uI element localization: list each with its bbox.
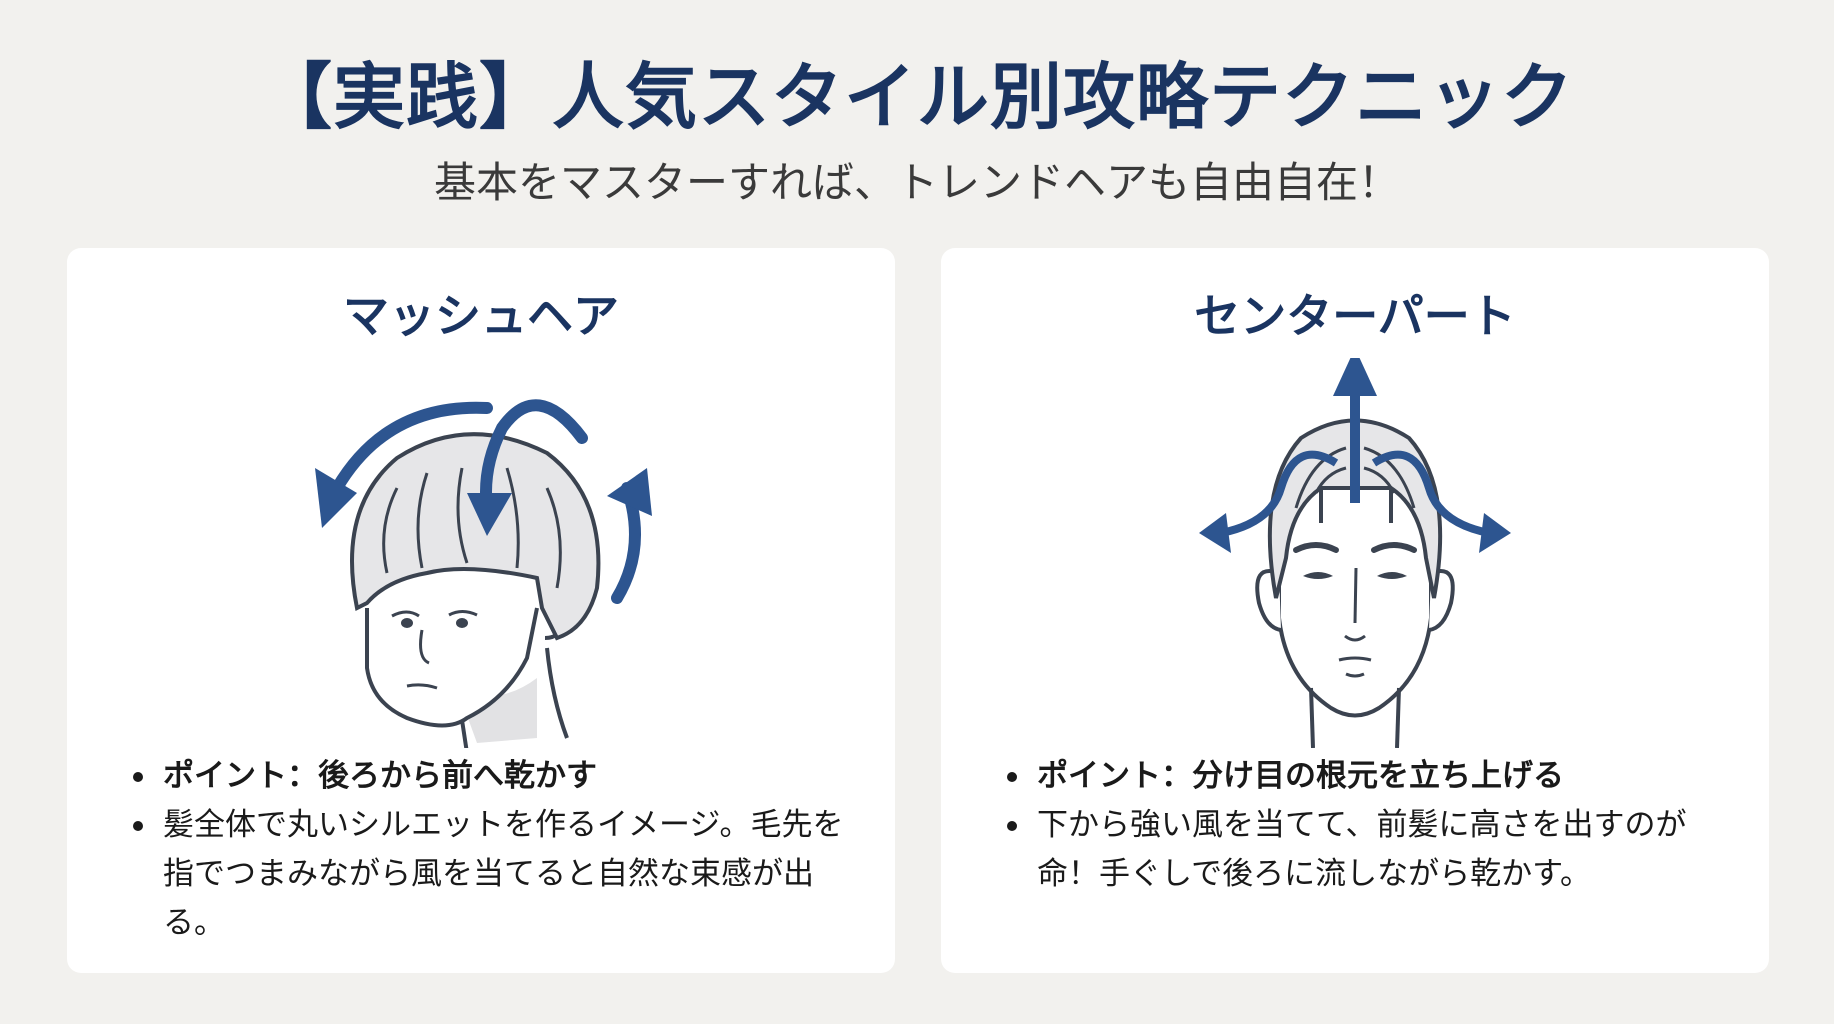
tip-detail: 下から強い風を当てて、前髪に高さを出すのが命！手ぐしで後ろに流しながら乾かす。 [1005,801,1735,899]
page-subtitle: 基本をマスターすれば、トレンドヘアも自由自在！ [433,158,1400,207]
tip-point: ポイント：後ろから前へ乾かす [131,752,861,801]
tips-list: ポイント：後ろから前へ乾かす 髪全体で丸いシルエットを作るイメージ。毛先を指でつ… [131,752,861,948]
center-part-head-icon [1199,348,1511,749]
page-title: 【実践】人気スタイル別攻略テクニック [259,55,1574,139]
mash-hair-head-icon [315,399,652,754]
tips-list: ポイント：分け目の根元を立ち上げる 下から強い風を当てて、前髪に高さを出すのが命… [1005,752,1735,899]
card-title: マッシュヘア [343,289,619,343]
tip-detail: 髪全体で丸いシルエットを作るイメージ。毛先を指でつまみながら風を当てると自然な束… [131,801,861,948]
card-center-part: センターパート [941,248,1769,973]
card-title: センターパート [1194,289,1516,343]
center-part-illustration [941,348,1769,749]
tip-point: ポイント：分け目の根元を立ち上げる [1005,752,1735,801]
card-mash-hair: マッシュヘア [67,248,895,973]
mash-hair-illustration [67,358,895,754]
